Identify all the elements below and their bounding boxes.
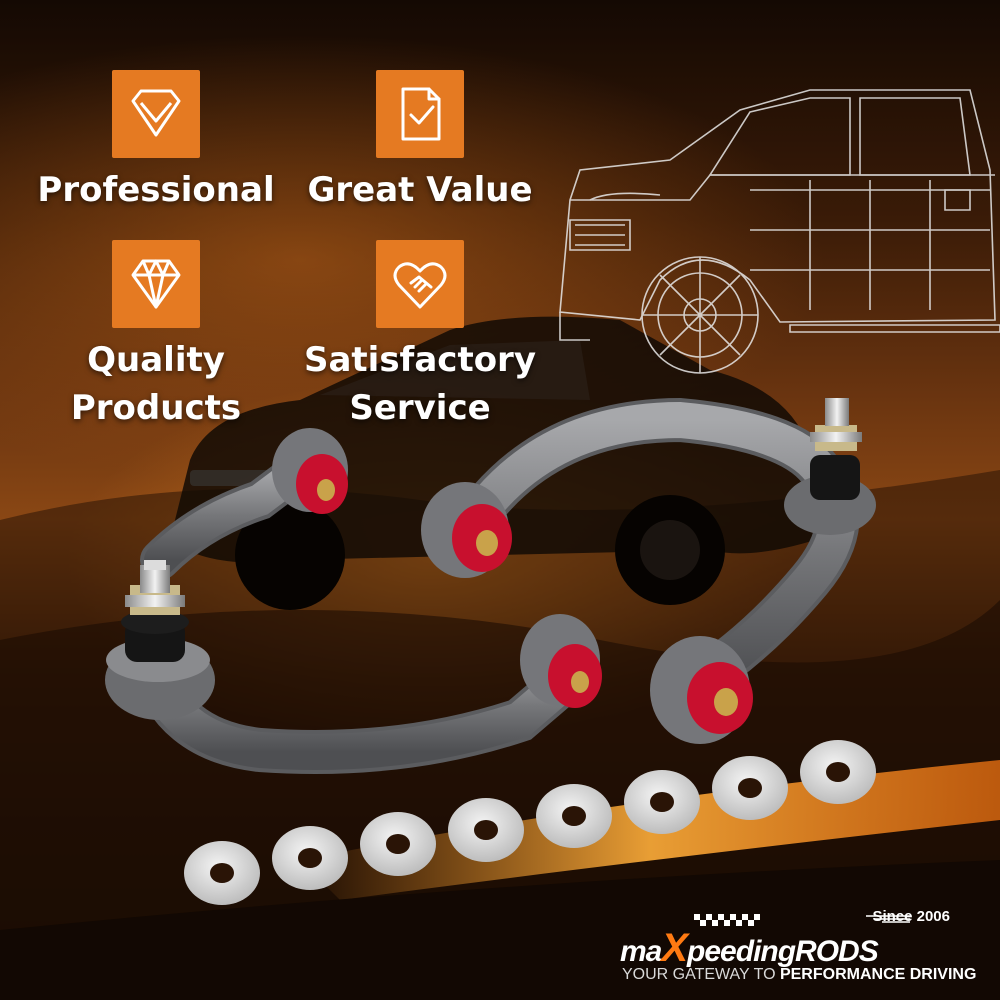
brand-logo: maXpeedingRODS bbox=[620, 926, 879, 971]
left-control-arm bbox=[105, 428, 602, 774]
washer bbox=[448, 798, 524, 862]
diamond-badge-icon bbox=[131, 89, 181, 137]
washer bbox=[712, 756, 788, 820]
logo-suffix: peedingRODS bbox=[687, 935, 879, 968]
tagline-plain: YOUR GATEWAY TO bbox=[622, 966, 780, 983]
document-check-icon bbox=[401, 87, 441, 141]
washer bbox=[800, 740, 876, 804]
washer bbox=[536, 784, 612, 848]
feature-tile bbox=[112, 240, 200, 328]
wireframe-truck bbox=[559, 89, 1000, 374]
since-year: Since 2006 bbox=[872, 908, 950, 925]
checkered-flag-icon bbox=[694, 914, 760, 926]
feature-tile bbox=[376, 240, 464, 328]
feature-quality-products: Quality Products bbox=[26, 240, 286, 432]
washer-set bbox=[184, 740, 876, 905]
feature-tile bbox=[376, 70, 464, 158]
feature-professional: Professional bbox=[26, 70, 286, 214]
washer bbox=[360, 812, 436, 876]
feature-label-line2: Products bbox=[70, 388, 242, 428]
tagline-bold: PERFORMANCE DRIVING bbox=[779, 966, 977, 983]
brand-tagline: YOUR GATEWAY TO PERFORMANCE DRIVING bbox=[622, 966, 976, 984]
feature-label-line2: Service bbox=[349, 388, 491, 428]
gem-icon bbox=[131, 259, 181, 309]
washer bbox=[272, 826, 348, 890]
feature-label-line1: Satisfactory bbox=[303, 340, 536, 380]
right-control-arm bbox=[421, 397, 876, 744]
washer bbox=[624, 770, 700, 834]
feature-label: Professional bbox=[37, 170, 275, 210]
logo-prefix: ma bbox=[620, 935, 662, 968]
logo-x: X bbox=[661, 926, 688, 970]
feature-great-value: Great Value bbox=[290, 70, 550, 214]
feature-label-line1: Quality bbox=[87, 340, 225, 380]
speed-lines-icon bbox=[866, 915, 910, 923]
heart-handshake-icon bbox=[393, 262, 447, 309]
washer bbox=[184, 841, 260, 905]
feature-satisfactory-service: Satisfactory Service bbox=[290, 240, 550, 432]
feature-label: Great Value bbox=[307, 170, 533, 210]
feature-tile bbox=[112, 70, 200, 158]
